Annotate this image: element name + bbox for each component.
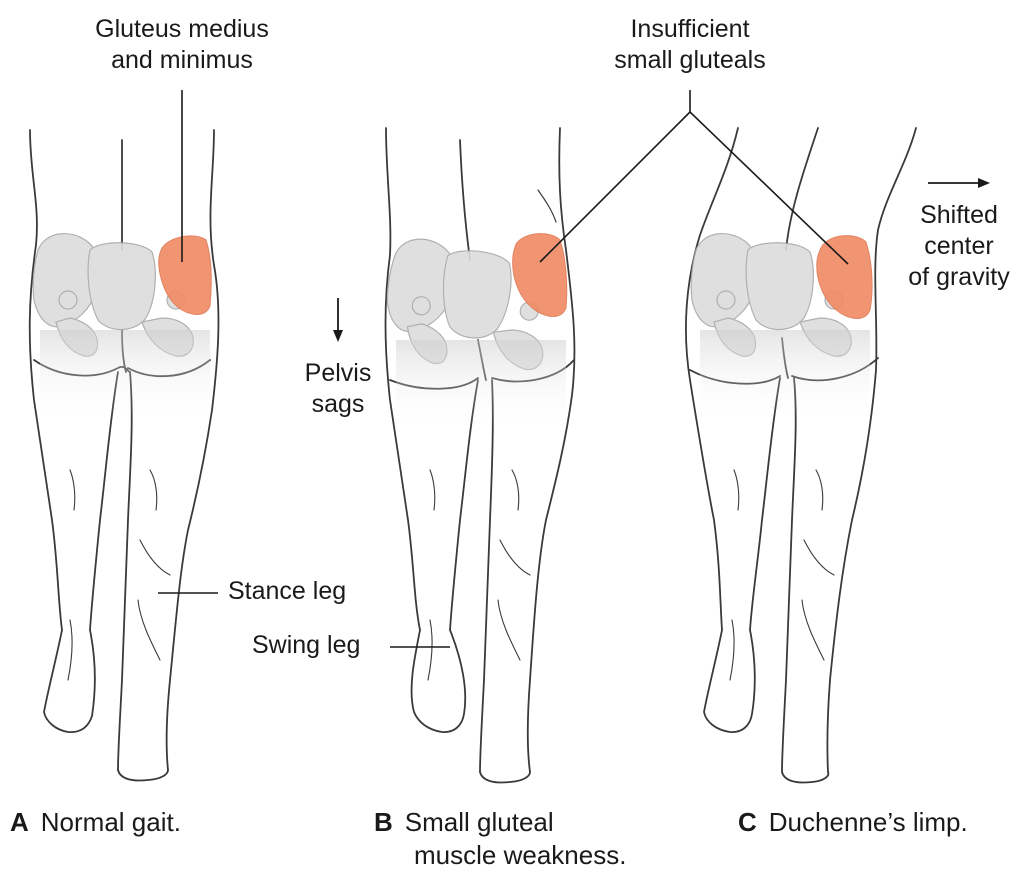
label-pelvis-line1: Pelvis (305, 359, 372, 387)
panel-b-gluteus-muscle (513, 234, 567, 317)
panel-a-gluteus-muscle (159, 236, 212, 315)
caption-c-text: Duchenne’s limp. (769, 807, 968, 837)
label-shifted-center-of-gravity: Shifted center of gravity (896, 200, 1022, 293)
panel-a-figure (30, 90, 219, 781)
caption-c-letter: C (738, 807, 757, 837)
caption-a-letter: A (10, 807, 29, 837)
label-pelvis-sags: Pelvis sags (286, 358, 390, 420)
caption-panel-c: C Duchenne’s limp. (738, 806, 968, 839)
panel-c-thigh-shade (700, 330, 870, 420)
caption-panel-a: A Normal gait. (10, 806, 181, 839)
label-gluteus-line1: Gluteus medius (95, 15, 269, 43)
caption-panel-b: B Small gluteal muscle weakness. (374, 806, 626, 872)
label-shifted-line3: of gravity (908, 263, 1009, 291)
label-insufficient-line2: small gluteals (614, 46, 765, 74)
shifted-gravity-arrow (928, 178, 990, 188)
caption-b-text-line2: muscle weakness. (374, 839, 626, 872)
label-swing-leg: Swing leg (252, 630, 360, 661)
caption-b-letter: B (374, 807, 393, 837)
panel-a-thigh-shade (40, 330, 210, 420)
panel-b-thigh-shade (396, 340, 566, 430)
label-gluteus-medius: Gluteus medius and minimus (70, 14, 294, 76)
caption-a-text: Normal gait. (41, 807, 181, 837)
panel-b-figure (333, 128, 574, 783)
panel-b-body-outline (386, 128, 575, 783)
label-shifted-line1: Shifted (920, 201, 998, 229)
label-stance-leg: Stance leg (228, 576, 346, 607)
pelvis-sags-arrow (333, 298, 343, 342)
label-insufficient-gluteals: Insufficient small gluteals (590, 14, 790, 76)
label-pelvis-line2: sags (312, 390, 365, 418)
panel-c-gluteus-muscle (817, 236, 872, 319)
label-gluteus-line2: and minimus (111, 46, 253, 74)
panel-c-body-outline (686, 128, 916, 783)
caption-b-text-line1: Small gluteal (405, 807, 554, 837)
label-insufficient-line1: Insufficient (630, 15, 749, 43)
label-shifted-line2: center (924, 232, 993, 260)
panel-a-body-outline (30, 130, 219, 781)
